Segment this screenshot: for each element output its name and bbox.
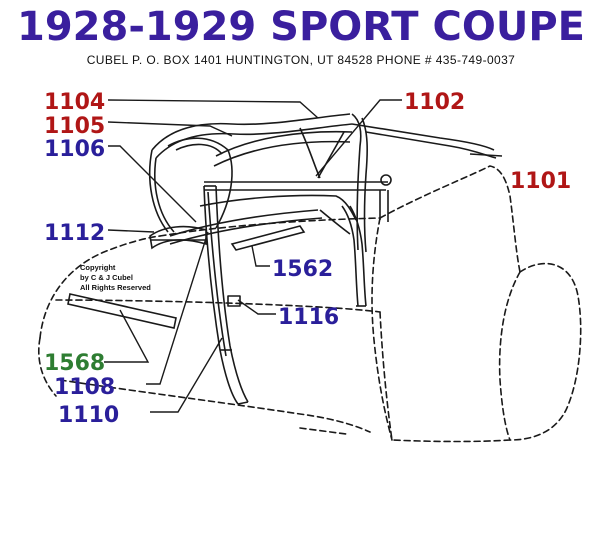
part-label-1105: 1105 bbox=[44, 114, 105, 139]
car-body-outline bbox=[37, 165, 582, 443]
copyright-line: Copyright bbox=[80, 263, 116, 272]
windshield-pillars bbox=[203, 185, 249, 405]
part-label-1104: 1104 bbox=[44, 90, 105, 115]
copyright-notice: Copyright by C & J Cubel All Rights Rese… bbox=[80, 263, 151, 292]
part-label-1116: 1116 bbox=[278, 305, 339, 330]
leader-lines bbox=[104, 99, 503, 413]
part-label-1108: 1108 bbox=[54, 375, 115, 400]
part-label-1101: 1101 bbox=[510, 169, 571, 194]
copyright-rights: All Rights Reserved bbox=[80, 283, 151, 292]
part-labels: 1104 1105 1106 1102 1101 1112 1562 1116 … bbox=[44, 90, 571, 428]
part-label-1112: 1112 bbox=[44, 221, 105, 246]
contact-line: CUBEL P. O. BOX 1401 HUNTINGTON, UT 8452… bbox=[86, 53, 516, 67]
windshield-frame bbox=[149, 225, 207, 250]
part-label-1110: 1110 bbox=[58, 403, 119, 428]
strip-1562 bbox=[230, 225, 306, 251]
part-label-1106: 1106 bbox=[44, 137, 105, 162]
part-label-1102: 1102 bbox=[404, 90, 465, 115]
copyright-owner: by C & J Cubel bbox=[80, 273, 133, 282]
top-frame bbox=[148, 113, 497, 307]
part-label-1568: 1568 bbox=[44, 351, 105, 376]
part-label-1562: 1562 bbox=[272, 257, 333, 282]
strip-1568 bbox=[67, 293, 177, 329]
page-title: 1928-1929 SPORT COUPE bbox=[16, 4, 585, 50]
